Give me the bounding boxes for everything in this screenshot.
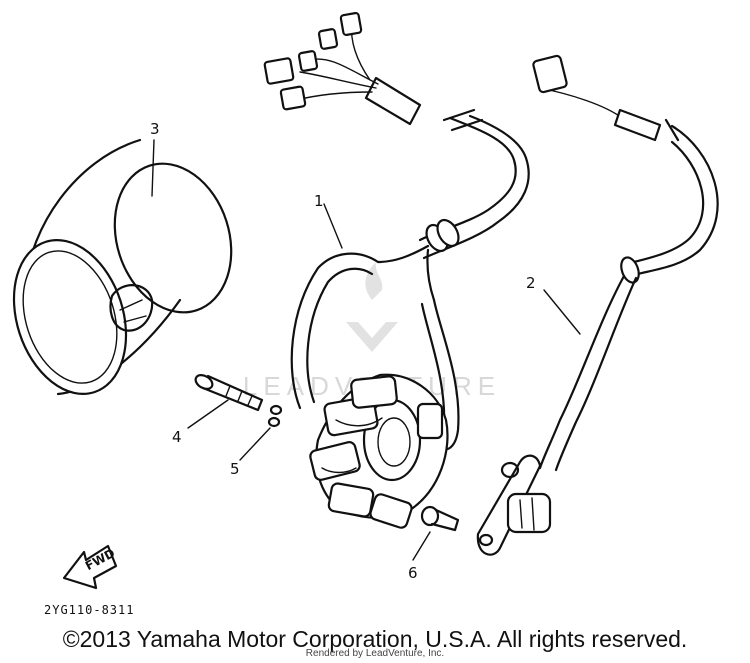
watermark-flame-icon: [365, 262, 383, 300]
part-pickup-coil: [476, 54, 719, 556]
connector-icon: [317, 28, 339, 50]
connector-icon: [339, 11, 363, 37]
connector-icon: [532, 54, 568, 94]
callout-2: 2: [526, 274, 536, 292]
part-washer: [267, 404, 283, 428]
connector-icon: [279, 85, 307, 111]
fwd-arrow-icon: [62, 544, 118, 590]
callout-1: 1: [314, 192, 324, 210]
part-screw: [420, 505, 460, 532]
callout-3: 3: [150, 120, 160, 138]
callout-4: 4: [172, 428, 182, 446]
part-bolt: [194, 374, 264, 412]
drawing-code: 2YG110-8311: [44, 603, 134, 617]
part-rotor: [12, 138, 233, 396]
leader-lines: [151, 139, 581, 561]
fwd-arrow: FWD: [62, 544, 118, 590]
callout-5: 5: [230, 460, 240, 478]
copyright-notice: ©2013 Yamaha Motor Corporation, U.S.A. A…: [62, 626, 688, 652]
part-stator-assembly: [263, 11, 530, 529]
connector-icon: [297, 50, 319, 72]
connector-icon: [263, 57, 295, 85]
callout-6: 6: [408, 564, 418, 582]
rendered-by-notice: Rendered by LeadVenture, Inc.: [305, 648, 445, 659]
watermark-v-icon: [346, 322, 398, 352]
